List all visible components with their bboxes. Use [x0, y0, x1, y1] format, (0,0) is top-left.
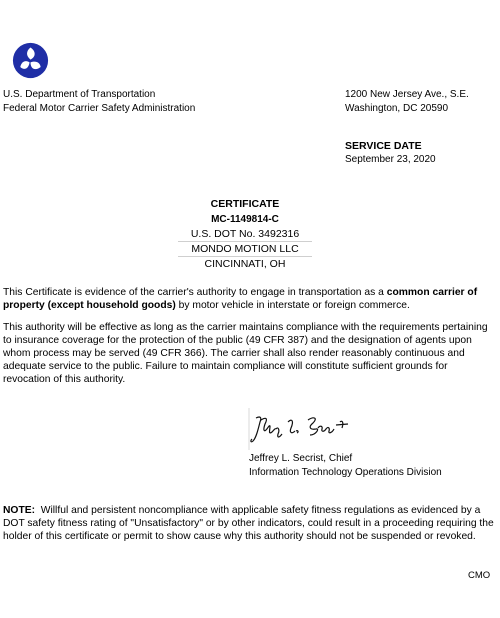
note-paragraph: NOTE: Willful and persistent noncomplian… — [3, 504, 495, 543]
certificate-block: CERTIFICATE MC-1149814-C U.S. DOT No. 34… — [170, 197, 320, 271]
signer-name: Jeffrey L. Secrist, Chief — [249, 453, 353, 464]
certificate-title: CERTIFICATE — [210, 198, 280, 210]
certificate-number: MC-1149814-C — [211, 214, 279, 225]
service-date-value: September 23, 2020 — [345, 154, 436, 165]
signer-title: Information Technology Operations Divisi… — [249, 467, 442, 478]
dot-number: U.S. DOT No. 3492316 — [190, 228, 300, 240]
compliance-paragraph: This authority will be effective as long… — [3, 322, 488, 385]
service-date-label: SERVICE DATE — [345, 140, 422, 152]
signature-image — [248, 408, 360, 450]
usdot-logo-icon — [12, 42, 49, 79]
agency-address: 1200 New Jersey Ave., S.E. Washington, D… — [345, 88, 469, 116]
authority-text-start: This Certificate is evidence of the carr… — [3, 287, 387, 298]
company-name: MONDO MOTION LLC — [178, 241, 312, 256]
note-text: Willful and persistent noncompliance wit… — [3, 505, 497, 542]
authority-paragraph: This Certificate is evidence of the carr… — [3, 286, 495, 312]
authority-type: common carrier of property (except house… — [3, 287, 478, 311]
footer-code: CMO — [468, 570, 491, 581]
company-location: CINCINNATI, OH — [178, 256, 312, 271]
authority-text-end: by motor vehicle in interstate or foreig… — [175, 300, 410, 311]
agency-administration: Federal Motor Carrier Safety Administrat… — [3, 103, 196, 114]
signer-block: Jeffrey L. Secrist, Chief Information Te… — [249, 452, 442, 480]
agency-header: U.S. Department of Transportation Federa… — [3, 88, 195, 116]
address-city: Washington, DC 20590 — [345, 103, 449, 114]
agency-department: U.S. Department of Transportation — [3, 89, 156, 100]
address-street: 1200 New Jersey Ave., S.E. — [345, 89, 469, 100]
note-label: NOTE: — [3, 505, 36, 516]
